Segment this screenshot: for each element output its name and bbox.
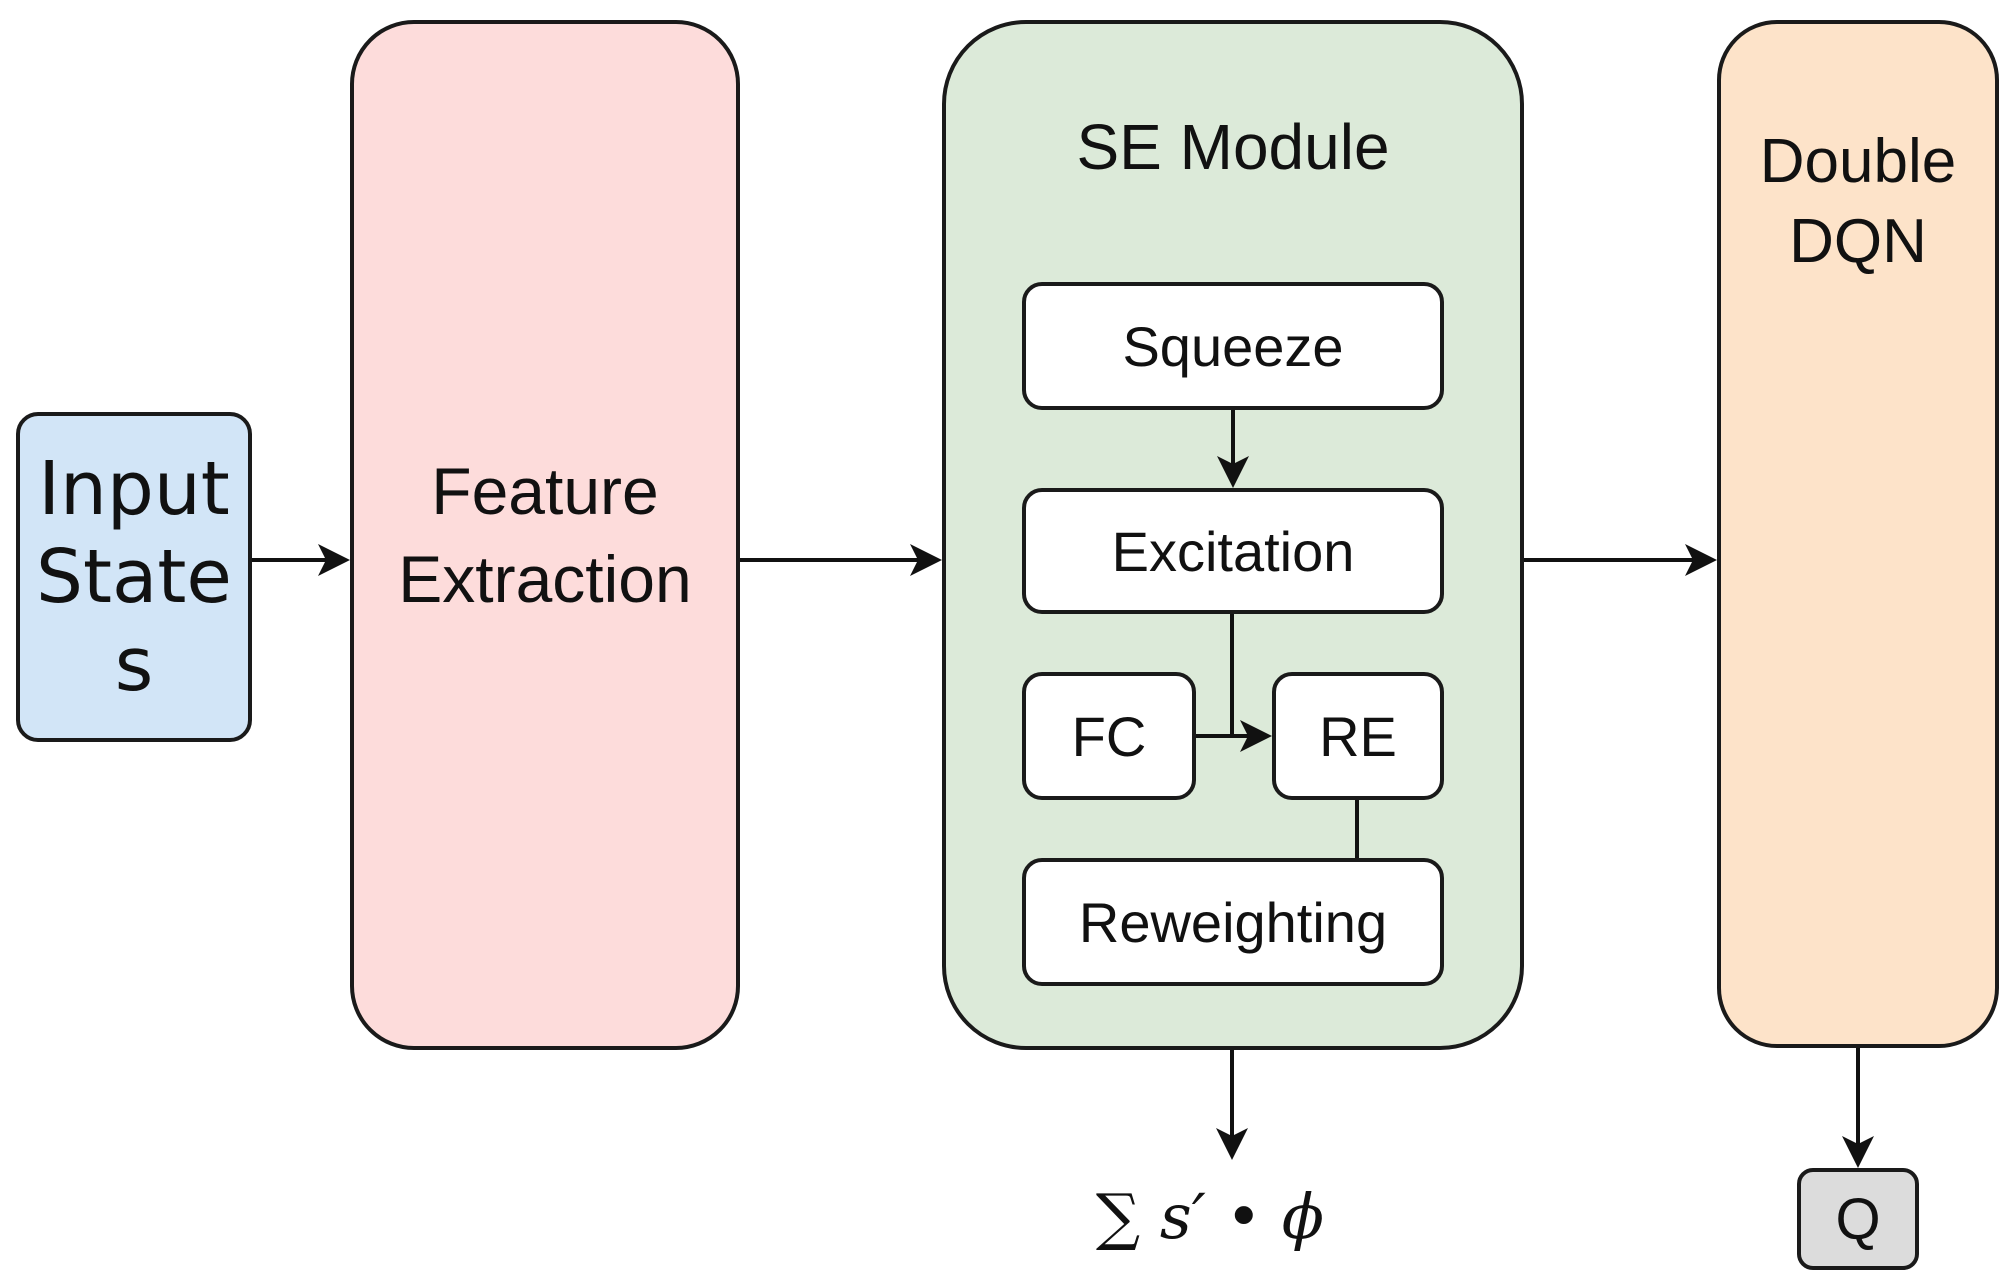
double-dqn-label-line-2: DQN [1789, 207, 1927, 276]
reweighting-block: Reweighting [1022, 858, 1444, 986]
feature-extraction-label-line-2: Extraction [398, 542, 692, 616]
q-output-node: Q [1797, 1168, 1919, 1270]
double-dqn-label-line-1: Double [1759, 127, 1957, 196]
formula-expression: s′ • ϕ [1159, 1180, 1325, 1253]
squeeze-label: Squeeze [1122, 314, 1344, 378]
excitation-label: Excitation [1111, 519, 1355, 583]
squeeze-block: Squeeze [1022, 282, 1444, 410]
feature-extraction-node: Feature Extraction [350, 20, 740, 1050]
re-block: RE [1272, 672, 1444, 800]
summation-symbol: ∑ [1095, 1180, 1141, 1253]
input-state-node: Input State s [16, 412, 252, 742]
input-state-label-line-2: State [36, 534, 232, 620]
fc-label: FC [1071, 704, 1147, 768]
se-output-formula: ∑ s′ • ϕ [1085, 1180, 1335, 1260]
double-dqn-node: Double DQN [1717, 20, 1999, 1048]
re-label: RE [1319, 704, 1397, 768]
q-output-label: Q [1835, 1186, 1881, 1252]
input-state-label-line-3: s [114, 622, 154, 708]
input-state-label-line-1: Input [38, 446, 230, 532]
excitation-block: Excitation [1022, 488, 1444, 614]
se-module-title: SE Module [1076, 111, 1390, 183]
feature-extraction-label-line-1: Feature [431, 454, 659, 528]
reweighting-label: Reweighting [1078, 890, 1388, 954]
fc-block: FC [1022, 672, 1196, 800]
